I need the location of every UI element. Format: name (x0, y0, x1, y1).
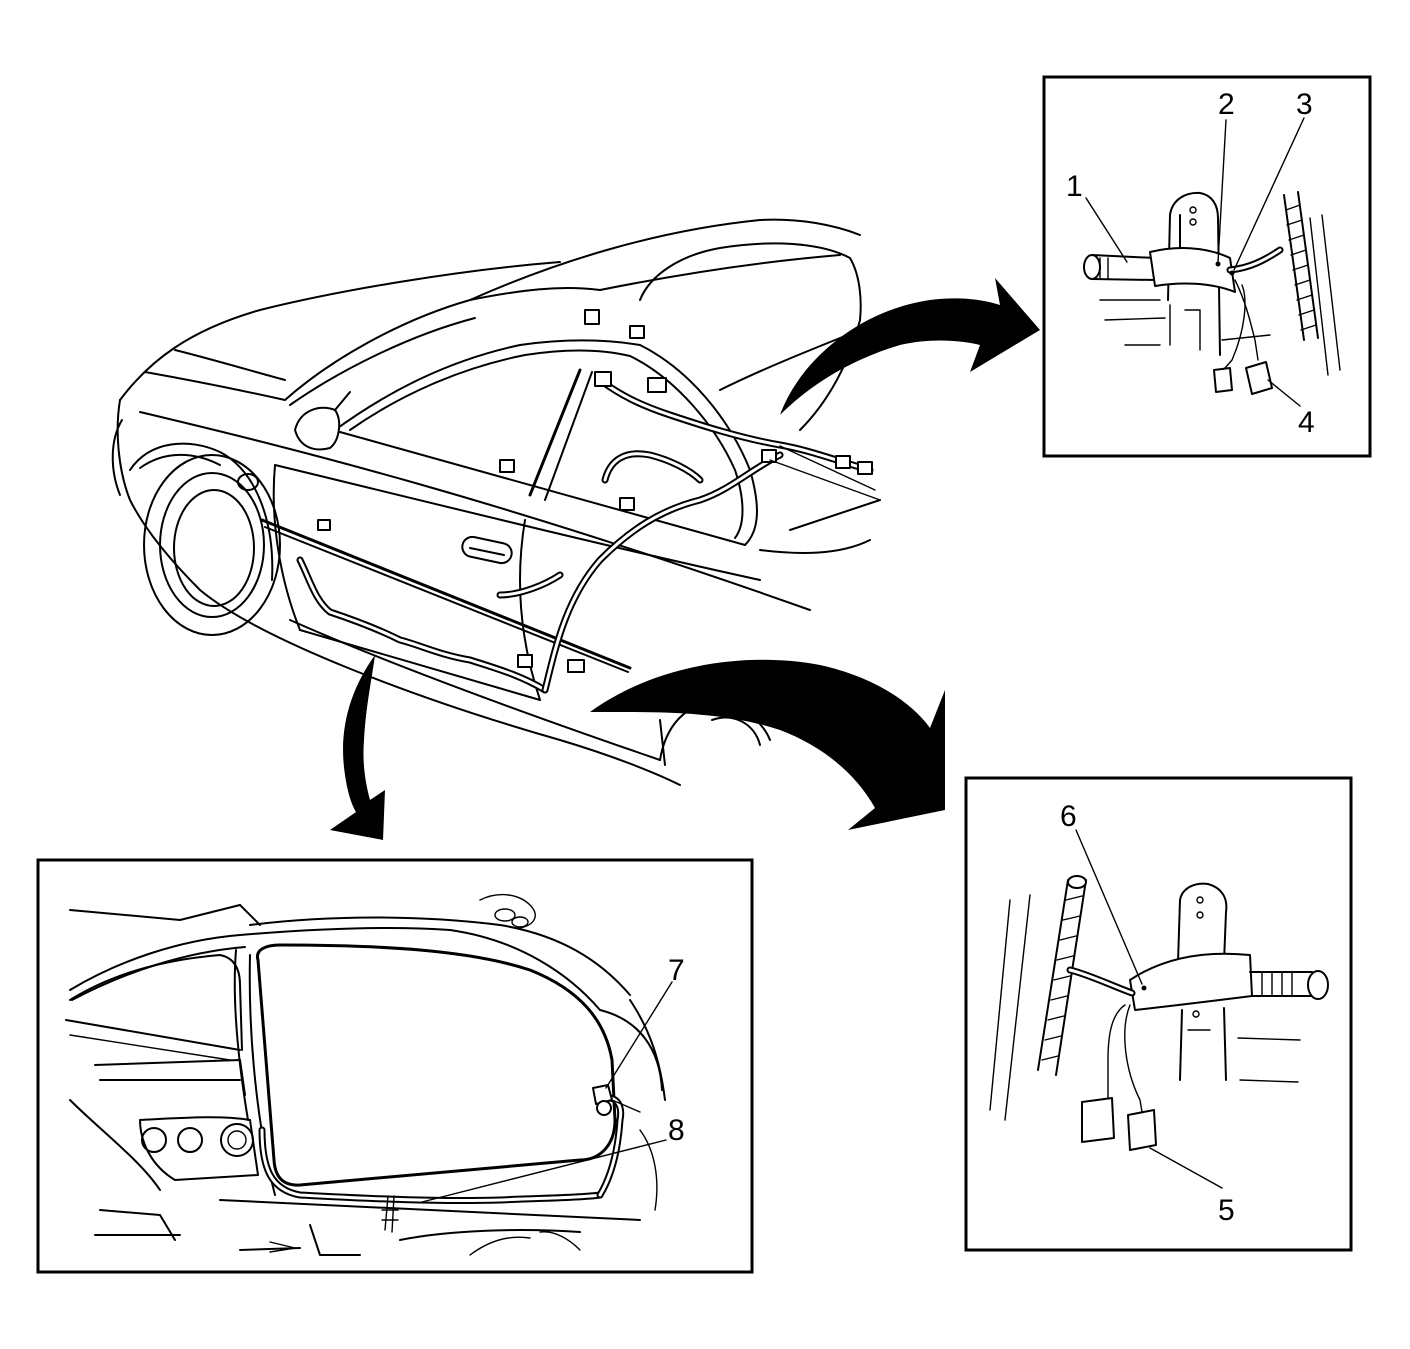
arrow-to-bottom-left-inset (330, 655, 385, 840)
callout-1: 1 (1066, 170, 1083, 203)
inset-top-right: 1 2 3 4 (1042, 75, 1372, 458)
callout-3: 3 (1296, 88, 1313, 121)
arrow-to-top-right-inset (780, 278, 1040, 415)
callout-7: 7 (668, 954, 685, 987)
callout-5: 5 (1218, 1194, 1235, 1227)
callout-2: 2 (1218, 88, 1235, 121)
callout-6: 6 (1060, 800, 1077, 833)
callout-8: 8 (668, 1114, 685, 1147)
vehicle-overview-drawing (111, 218, 881, 786)
inset-bottom-left: 7 8 (36, 858, 754, 1274)
inset-bottom-right: 6 5 (964, 776, 1353, 1252)
callout-4: 4 (1298, 406, 1315, 439)
arrow-to-bottom-right-inset (590, 659, 945, 830)
